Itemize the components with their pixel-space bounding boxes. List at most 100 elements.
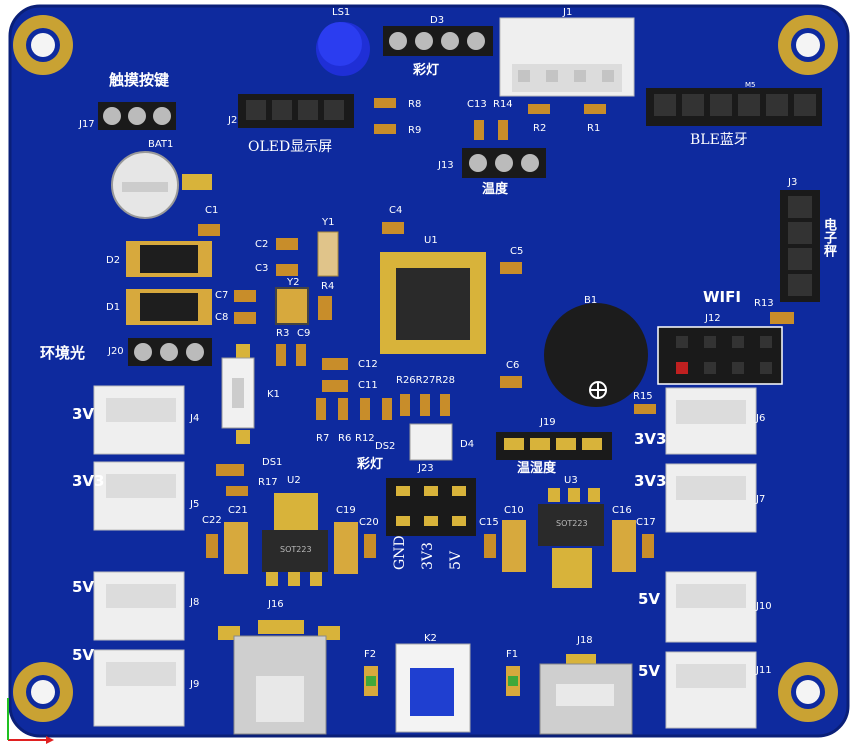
v5-left-2-label: 5V xyxy=(72,646,95,664)
led-ds2 xyxy=(409,423,453,461)
header-d3 xyxy=(383,26,493,56)
regulator-u3 xyxy=(538,488,604,588)
led-ls1 xyxy=(316,22,370,76)
r8-label: R8 xyxy=(408,99,422,110)
j17-label: J17 xyxy=(79,119,95,130)
wenshidu-label: 温湿度 xyxy=(517,461,557,476)
ble-label: BLE蓝牙 xyxy=(690,132,748,148)
tantalum-c21 xyxy=(224,522,248,574)
axis-gizmo-icon xyxy=(7,698,54,744)
mounting-hole-icon xyxy=(778,662,838,722)
dianzicheng-label: 电子秤 xyxy=(821,218,836,257)
switch-k1 xyxy=(221,344,255,444)
smd-passives xyxy=(198,98,794,558)
c11-label: C11 xyxy=(358,380,378,391)
battery-bat1 xyxy=(111,151,212,219)
wifi-label: WIFI xyxy=(703,288,741,306)
u3-label: U3 xyxy=(564,475,578,486)
v3v3-right-top-label: 3V3 xyxy=(634,430,667,448)
ls1-label: LS1 xyxy=(332,7,351,18)
header-j2 xyxy=(238,94,354,128)
r4-label: R4 xyxy=(321,281,335,292)
c13-label: C13 xyxy=(467,99,487,110)
c21-label: C21 xyxy=(228,505,248,516)
huanjingguang-label: 环境光 xyxy=(40,344,86,362)
connector-j8 xyxy=(93,571,185,641)
gnd-label: GND xyxy=(392,535,408,570)
f1-label: F1 xyxy=(506,649,519,660)
crystal-y1 xyxy=(317,231,339,277)
caideng-mid-label: 彩灯 xyxy=(357,457,384,472)
k1-label: K1 xyxy=(267,389,280,400)
c2-label: C2 xyxy=(255,239,269,250)
touch-key-label: 触摸按键 xyxy=(109,71,170,89)
j20-label: J20 xyxy=(108,346,124,357)
header-j13 xyxy=(462,148,546,178)
y2-label: Y2 xyxy=(287,277,300,288)
r12-label: R12 xyxy=(355,433,375,444)
d1-label: D1 xyxy=(106,302,121,313)
v5-left-1-label: 5V xyxy=(72,578,95,596)
header-j19 xyxy=(496,432,612,460)
header-j3 xyxy=(780,190,820,302)
c17-label: C17 xyxy=(636,517,656,528)
v3-left-label: 3V xyxy=(72,405,95,423)
j11-label: J11 xyxy=(756,665,772,676)
j4-label: J4 xyxy=(190,413,200,424)
c9-label: C9 xyxy=(297,328,311,339)
pcb-background xyxy=(8,4,850,738)
c4-label: C4 xyxy=(389,205,403,216)
chip-u3-marking: SOT223 xyxy=(556,519,588,528)
connector-j11 xyxy=(665,651,757,729)
tantalum-c10 xyxy=(502,520,526,572)
c6-label: C6 xyxy=(506,360,520,371)
j18-label: J18 xyxy=(577,635,593,646)
j7-label: J7 xyxy=(756,494,766,505)
ds2-label: DS2 xyxy=(375,441,396,452)
j12-label: J12 xyxy=(705,313,721,324)
j6-label: J6 xyxy=(756,413,766,424)
switch-k2 xyxy=(395,643,471,733)
d4-label: D4 xyxy=(460,439,475,450)
v5-right-1-label: 5V xyxy=(638,590,661,608)
connector-j4 xyxy=(93,385,185,455)
r3-label: R3 xyxy=(276,328,290,339)
connector-j5 xyxy=(93,461,185,531)
caideng-top-label: 彩灯 xyxy=(413,63,440,78)
fuse-f1 xyxy=(506,666,520,696)
b1-label: B1 xyxy=(584,295,598,306)
j5-label: J5 xyxy=(190,499,200,510)
c12-label: C12 xyxy=(358,359,378,370)
c16-label: C16 xyxy=(612,505,632,516)
d2-label: D2 xyxy=(106,255,121,266)
bat1-label: BAT1 xyxy=(148,139,174,150)
connector-j6 xyxy=(665,387,757,455)
connector-j1 xyxy=(499,17,635,97)
c20-label: C20 xyxy=(359,517,379,528)
c1-label: C1 xyxy=(205,205,219,216)
r1-label: R1 xyxy=(587,123,601,134)
tantalum-c16 xyxy=(612,520,636,572)
r6-label: R6 xyxy=(338,433,352,444)
header-j20 xyxy=(128,338,212,366)
c15-label: C15 xyxy=(479,517,499,528)
header-j23 xyxy=(386,478,476,536)
c22-label: C22 xyxy=(202,515,222,526)
crystal-y2 xyxy=(275,287,309,325)
header-j12 xyxy=(657,326,783,385)
r9-label: R9 xyxy=(408,125,422,136)
j16-label: J16 xyxy=(268,599,284,610)
connector-j10 xyxy=(665,571,757,643)
connector-j9 xyxy=(93,649,185,727)
ds1-label: DS1 xyxy=(262,457,283,468)
u1-label: U1 xyxy=(424,235,438,246)
header-j17 xyxy=(98,102,176,130)
c5-label: C5 xyxy=(510,246,524,257)
v33-label: 3V3 xyxy=(420,542,436,570)
usb-connector-j18 xyxy=(539,654,633,735)
r15-label: R15 xyxy=(633,391,653,402)
mounting-hole-icon xyxy=(778,15,838,75)
chip-u1 xyxy=(380,252,486,354)
diode-d1 xyxy=(126,289,212,325)
